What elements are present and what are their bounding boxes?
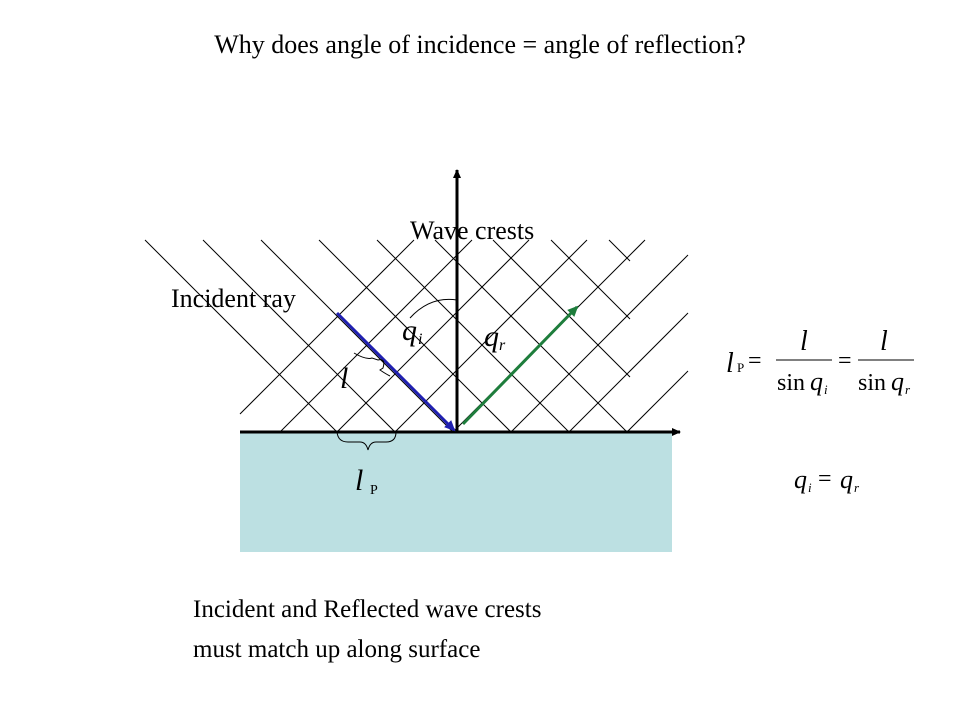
svg-text:l: l	[726, 348, 734, 379]
equation-wavelength: l P = l sin q i = l sin q r	[726, 326, 914, 397]
svg-text:r: r	[499, 337, 506, 354]
angle-arc	[409, 298, 458, 319]
svg-text:=: =	[748, 348, 762, 374]
svg-text:=: =	[818, 466, 832, 492]
theta-r-label: q r	[484, 320, 506, 354]
incident-crest-line	[550, 239, 631, 320]
incident-crest-line	[434, 239, 628, 433]
reflected-crest-line	[568, 312, 689, 433]
svg-text:l: l	[880, 326, 888, 357]
reflected-crest-line	[279, 239, 473, 433]
incident-crest-line	[260, 239, 454, 433]
lambda-p-brace	[336, 431, 397, 451]
svg-text:r: r	[905, 382, 911, 397]
svg-text:q: q	[484, 320, 499, 353]
equation-angles: q i = q r	[794, 465, 860, 495]
incident-crest-line	[318, 239, 512, 433]
reflected-crest-line	[626, 370, 689, 433]
reflected-crest-line	[336, 239, 530, 433]
incident-crest-line	[608, 239, 631, 262]
caption-line-1: Incident and Reflected wave crests	[193, 596, 542, 623]
svg-text:l: l	[355, 464, 363, 497]
caption: Incident and Reflected wave crests must …	[193, 590, 541, 670]
incident-crest-line	[202, 239, 396, 433]
caption-line-2: must match up along surface	[193, 636, 481, 663]
svg-text:q: q	[402, 314, 417, 347]
page-title: Why does angle of incidence = angle of r…	[214, 30, 746, 59]
lambda-label: l	[340, 362, 348, 395]
theta-i-label: q i	[402, 314, 422, 348]
svg-text:i: i	[808, 480, 812, 495]
incident-crest-line	[492, 239, 631, 378]
svg-text:l: l	[800, 326, 808, 357]
svg-text:q: q	[794, 465, 807, 494]
svg-text:i: i	[418, 331, 422, 348]
svg-text:r: r	[854, 480, 860, 495]
svg-text:q: q	[840, 465, 853, 494]
svg-text:sin: sin	[858, 370, 886, 396]
reflected-crest-line	[239, 239, 415, 415]
medium-region	[240, 432, 672, 552]
svg-text:i: i	[824, 382, 828, 397]
incident-crest-line	[144, 239, 338, 433]
svg-text:=: =	[838, 348, 852, 374]
svg-text:q: q	[891, 367, 904, 396]
svg-text:sin: sin	[777, 370, 805, 396]
incident-crest-line	[376, 239, 570, 433]
reflected-crest-line	[394, 239, 588, 433]
svg-text:q: q	[810, 367, 823, 396]
reflected-crest-line	[510, 254, 689, 433]
incident-ray-arrow	[335, 311, 456, 432]
incident-ray-label: Incident ray	[171, 284, 296, 313]
reflected-ray-arrow	[461, 305, 579, 426]
wave-crests-label: Wave crests	[410, 216, 535, 245]
svg-text:P: P	[370, 483, 378, 498]
lambda-brace	[353, 352, 391, 377]
svg-text:P: P	[737, 360, 744, 375]
lambda-p-label: l P	[355, 464, 378, 498]
